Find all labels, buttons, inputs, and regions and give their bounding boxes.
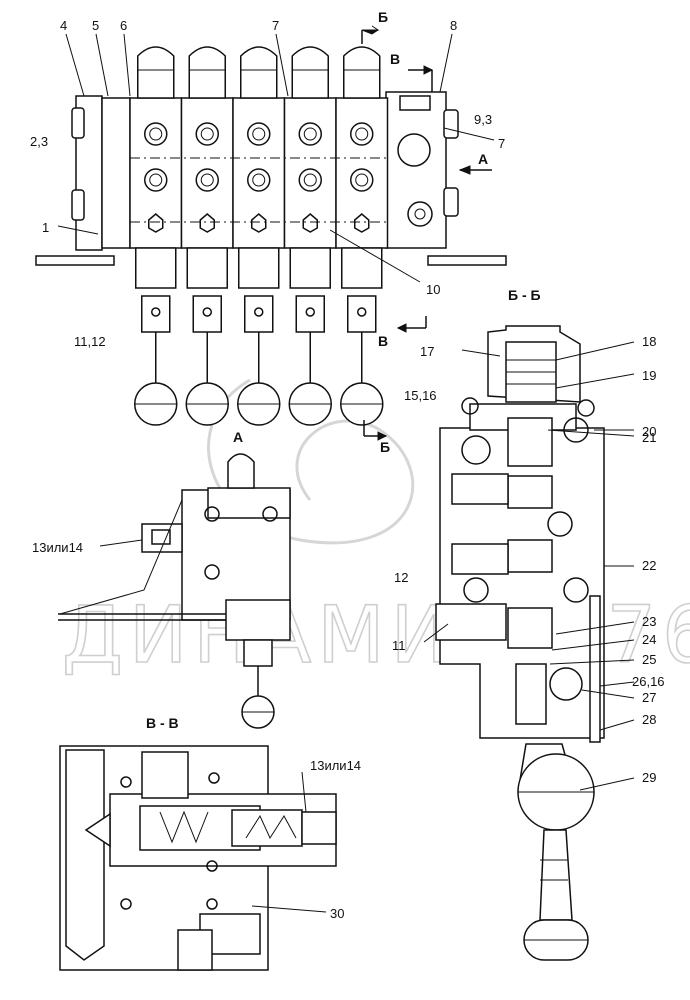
port-upper (144, 122, 168, 146)
callout-27: 27 (642, 690, 656, 705)
section-lower-body (289, 247, 331, 289)
callout-30: 30 (330, 906, 344, 921)
callout-24: 24 (642, 632, 656, 647)
distributor-section (335, 46, 389, 426)
callout-29: 29 (642, 770, 656, 785)
callout-22: 22 (642, 558, 656, 573)
section-lower-body (238, 247, 280, 289)
section-top-cap (291, 46, 329, 99)
distributor-section (283, 46, 337, 426)
lever-bracket (141, 295, 171, 333)
callout-25: 25 (642, 652, 656, 667)
callout-1: 1 (42, 220, 49, 235)
callout-7a: 7 (272, 18, 279, 33)
bolt-head (354, 213, 370, 233)
callout-20: 20 (642, 424, 656, 439)
distributor-section (232, 46, 286, 426)
callout-9-3: 9,3 (474, 112, 492, 127)
callout-18: 18 (642, 334, 656, 349)
lever-bracket (244, 295, 274, 333)
distributor-section (129, 46, 183, 426)
callout-6: 6 (120, 18, 127, 33)
top-view-distributor (35, 25, 507, 441)
cut-mark-a: А (478, 151, 488, 167)
callout-7b: 7 (498, 136, 505, 151)
section-b-b (435, 325, 605, 961)
section-lower-body (186, 247, 228, 289)
cut-mark-v-top: В (390, 51, 400, 67)
distributor-section (180, 46, 234, 426)
cut-mark-v-bottom: В (378, 333, 388, 349)
callout-13-14-vv: 13или14 (310, 758, 361, 773)
port-lower (195, 168, 219, 192)
port-upper (247, 122, 271, 146)
section-v-v (59, 745, 337, 971)
bolt-head (251, 213, 267, 233)
cut-mark-b-bottom: Б (380, 439, 390, 455)
section-top-cap (137, 46, 175, 99)
section-top-cap (240, 46, 278, 99)
section-title-bb: Б - Б (508, 287, 541, 303)
watermark-swirl (207, 378, 415, 545)
callout-19: 19 (642, 368, 656, 383)
callout-17: 17 (420, 344, 434, 359)
bolt-head (148, 213, 164, 233)
callout-11-12: 11,12 (74, 334, 106, 349)
callout-5: 5 (92, 18, 99, 33)
callout-13-14-view-a: 13или14 (32, 540, 83, 555)
view-a (58, 453, 291, 729)
callout-12: 12 (394, 570, 408, 585)
section-title-vv: В - В (146, 715, 179, 731)
section-top-cap (343, 46, 381, 99)
callout-26-16: 26,16 (632, 674, 665, 689)
callout-8: 8 (450, 18, 457, 33)
callout-21: 21 (642, 430, 656, 445)
port-upper (195, 122, 219, 146)
callout-2-3: 2,3 (30, 134, 48, 149)
callout-4: 4 (60, 18, 67, 33)
port-upper (350, 122, 374, 146)
section-lower-body (341, 247, 383, 289)
port-lower (247, 168, 271, 192)
leaders-top (57, 33, 495, 283)
callout-28: 28 (642, 712, 656, 727)
port-lower (298, 168, 322, 192)
section-top-cap (188, 46, 226, 99)
callout-11: 11 (392, 638, 406, 653)
port-upper (298, 122, 322, 146)
lever-bracket (295, 295, 325, 333)
view-title-a: А (233, 429, 243, 445)
bolt-head (199, 213, 215, 233)
lever-bracket (192, 295, 222, 333)
section-lower-body (135, 247, 177, 289)
port-lower (350, 168, 374, 192)
cut-mark-b-top: Б (378, 9, 388, 25)
labels: Б - Б В - В А Б Б В В А 1 2,3 4 5 6 7 7 … (30, 9, 665, 921)
port-lower (144, 168, 168, 192)
bolt-head (302, 213, 318, 233)
callout-15-16: 15,16 (404, 388, 437, 403)
callout-10: 10 (426, 282, 440, 297)
callout-23: 23 (642, 614, 656, 629)
lever-bracket (347, 295, 377, 333)
leaders-bb (423, 341, 635, 791)
